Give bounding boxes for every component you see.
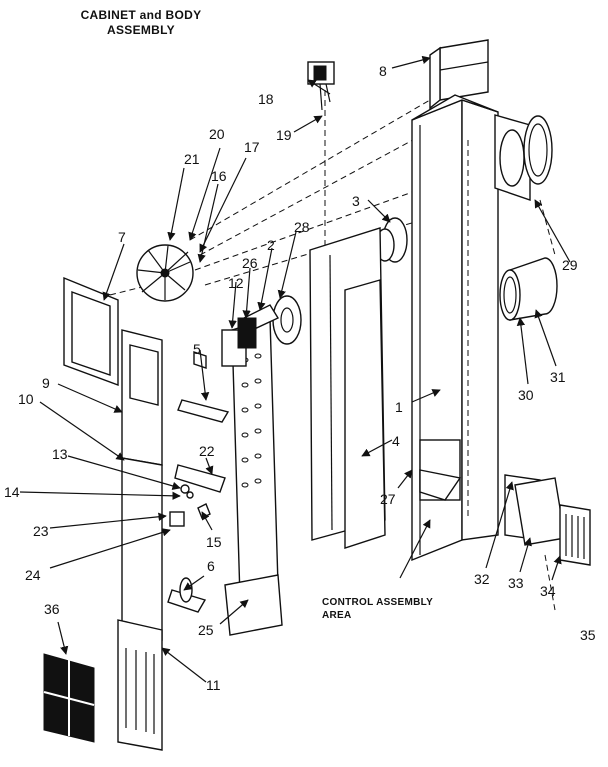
part-1-cabinet-shell (411, 94, 499, 562)
part-18-switch (307, 61, 335, 111)
part-8-bracket (429, 39, 489, 110)
callout-5: 5 (193, 341, 201, 357)
part-28-gasket (272, 295, 302, 345)
callout-11: 11 (206, 677, 221, 693)
title-line-2: ASSEMBLY (107, 23, 175, 37)
callout-10: 10 (18, 391, 34, 407)
part-12-26-motor (221, 317, 257, 367)
callout-35: 35 (580, 627, 596, 643)
small-parts (167, 351, 230, 613)
callout-3: 3 (352, 193, 360, 209)
callout-28: 28 (294, 219, 310, 235)
callout-20: 20 (209, 126, 225, 142)
part-36-filter (43, 653, 95, 743)
callout-33: 33 (508, 575, 524, 591)
part-29-flange (494, 114, 553, 201)
callout-30: 30 (518, 387, 534, 403)
part-30-31-collar-tube (499, 257, 558, 321)
control-assembly-area-label: CONTROL ASSEMBLY AREA (322, 596, 433, 622)
callout-27: 27 (380, 491, 396, 507)
area-line-2: AREA (322, 610, 352, 621)
diagram-title: CABINET and BODY ASSEMBLY (66, 8, 216, 38)
callout-19: 19 (276, 127, 292, 143)
part-9-10-front-panel (121, 329, 163, 641)
callout-9: 9 (42, 375, 50, 391)
callout-25: 25 (198, 622, 214, 638)
callout-21: 21 (184, 151, 200, 167)
part-2-burner-body (224, 304, 283, 636)
part-4-panel (309, 227, 386, 549)
title-line-1: CABINET and BODY (80, 8, 202, 22)
callout-7: 7 (118, 229, 126, 245)
callout-12: 12 (228, 275, 244, 291)
callout-leaders (19, 55, 571, 683)
callout-34: 34 (540, 583, 556, 599)
callout-2: 2 (267, 237, 275, 253)
part-11-lower-grille (117, 619, 163, 751)
area-line-1: CONTROL ASSEMBLY (322, 597, 434, 608)
callout-16: 16 (211, 168, 227, 184)
callout-29: 29 (562, 257, 578, 273)
callout-13: 13 (52, 446, 68, 462)
callout-numbers: 1 2 3 4 5 6 7 8 9 10 11 12 13 14 15 16 1… (4, 63, 596, 693)
callout-24: 24 (25, 567, 41, 583)
part-32-35-control-box (504, 474, 591, 566)
callout-17: 17 (244, 139, 260, 155)
callout-6: 6 (207, 558, 215, 574)
callout-8: 8 (379, 63, 387, 79)
callout-1: 1 (395, 399, 403, 415)
callout-22: 22 (199, 443, 215, 459)
part-7-frame (63, 276, 119, 387)
callout-36: 36 (44, 601, 60, 617)
callout-23: 23 (33, 523, 49, 539)
part-20-fan-blade (136, 244, 194, 302)
callout-32: 32 (474, 571, 490, 587)
callout-15: 15 (206, 534, 222, 550)
callout-4: 4 (392, 433, 400, 449)
callout-31: 31 (550, 369, 566, 385)
callout-26: 26 (242, 255, 258, 271)
callout-18: 18 (258, 91, 274, 107)
callout-14: 14 (4, 484, 20, 500)
